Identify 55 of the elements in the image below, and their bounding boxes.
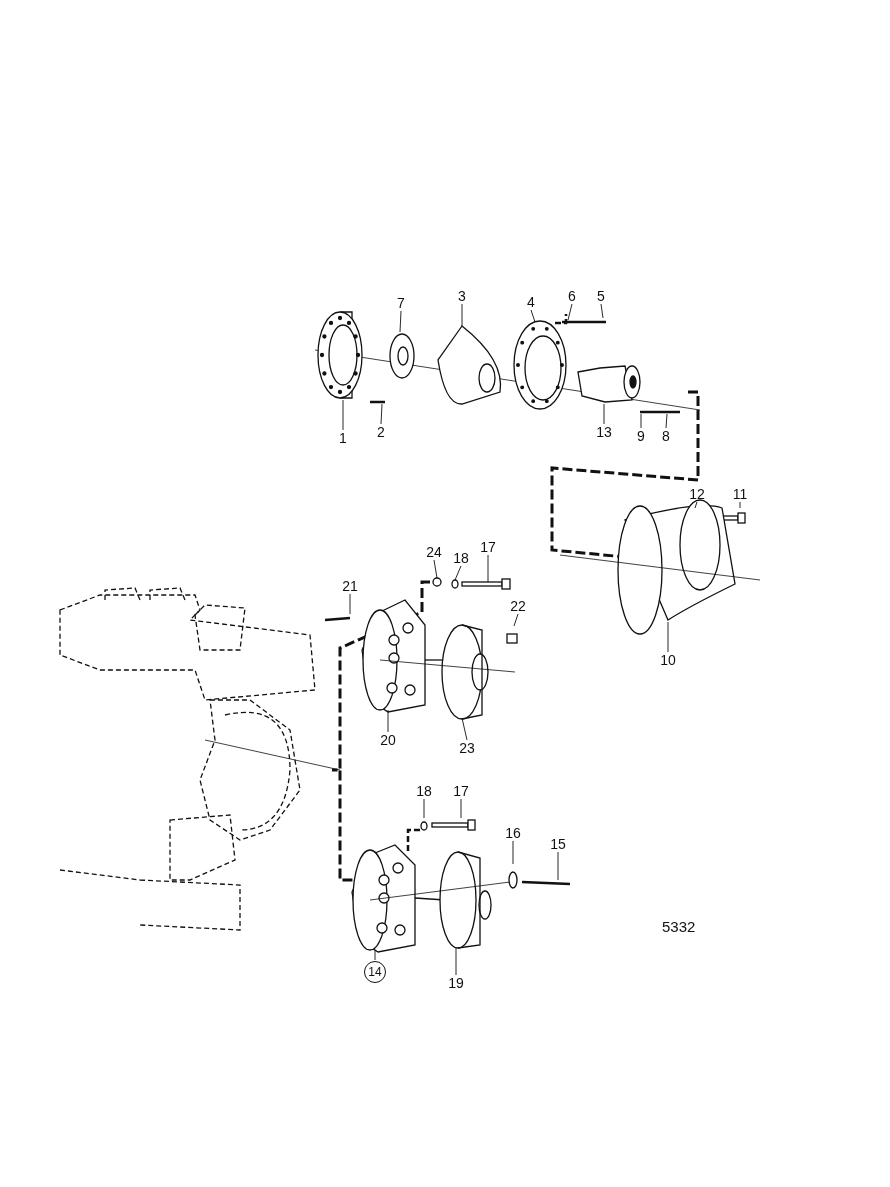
leader-line <box>460 798 462 819</box>
callout-number: 1 <box>339 430 347 446</box>
leader-line <box>694 501 698 509</box>
leader-line <box>487 554 489 583</box>
leader-line <box>557 851 559 881</box>
leader-line <box>455 947 457 976</box>
callout-number: 9 <box>637 428 645 444</box>
callout-number: 2 <box>377 424 385 440</box>
callout-number: 24 <box>426 544 442 560</box>
washer-drawing <box>432 577 442 587</box>
callout-number: 17 <box>480 539 496 555</box>
leader-line <box>667 621 669 653</box>
leader-line <box>349 593 351 615</box>
leader-line <box>600 303 604 319</box>
callout-number: 20 <box>380 732 396 748</box>
leader-line <box>640 413 642 429</box>
callout-number: 13 <box>596 424 612 440</box>
callout-number: 22 <box>510 598 526 614</box>
callout-number: 6 <box>568 288 576 304</box>
callout-number: 19 <box>448 975 464 991</box>
callout-number: 10 <box>660 652 676 668</box>
leader-line <box>513 613 519 627</box>
leader-line <box>399 310 402 333</box>
leader-line <box>380 403 383 425</box>
leader-line <box>512 840 514 865</box>
leader-line <box>603 403 605 425</box>
leader-line <box>433 559 438 579</box>
washer-drawing <box>451 579 459 589</box>
callout-number: 11 <box>732 486 748 502</box>
callout-number: 4 <box>527 294 535 310</box>
callout-number: 15 <box>550 836 566 852</box>
leader-line <box>461 303 463 327</box>
leader-line <box>567 303 573 321</box>
callout-number: 3 <box>458 288 466 304</box>
callout-number: 5 <box>597 288 605 304</box>
leader-line <box>461 717 468 741</box>
bolt-drawing <box>461 578 511 590</box>
callout-number: 12 <box>689 486 705 502</box>
callout-number: 17 <box>453 783 469 799</box>
leader-line <box>423 798 425 819</box>
leader-line <box>342 399 344 431</box>
callout-number: 18 <box>416 783 432 799</box>
leader-line <box>530 309 536 323</box>
callout-number: 23 <box>459 740 475 756</box>
leader-line <box>374 949 376 961</box>
callout-number: 18 <box>453 550 469 566</box>
callout-number: 8 <box>662 428 670 444</box>
drawing-number: 5332 <box>662 918 696 935</box>
callout-number: 16 <box>505 825 521 841</box>
leader-line <box>387 709 389 733</box>
leader-line <box>739 501 741 509</box>
leader-line <box>454 565 462 581</box>
leader-line <box>665 413 668 429</box>
callout-number: 7 <box>397 295 405 311</box>
callout-number: 21 <box>342 578 358 594</box>
